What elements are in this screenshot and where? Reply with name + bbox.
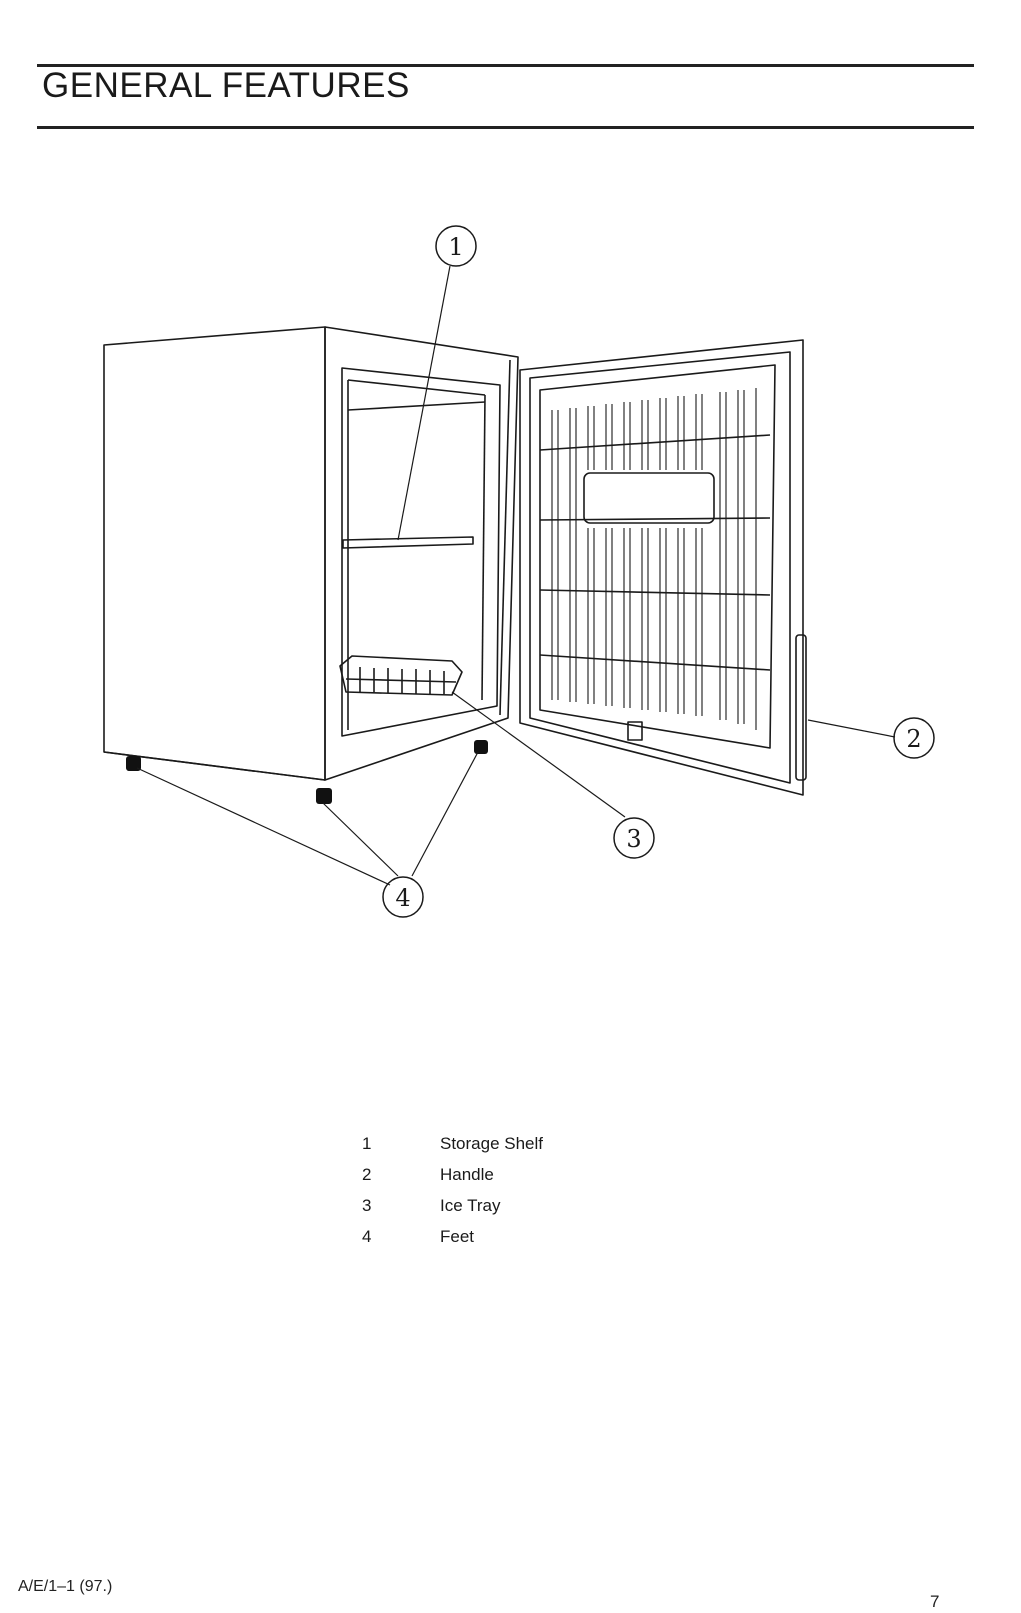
legend-label: Storage Shelf	[440, 1134, 543, 1154]
legend-item: 3 Ice Tray	[350, 1190, 543, 1221]
cabinet	[104, 327, 518, 780]
legend-label: Ice Tray	[440, 1196, 500, 1216]
callout-circles	[383, 226, 934, 917]
legend-number: 1	[350, 1134, 440, 1154]
legend-item: 4 Feet	[350, 1221, 543, 1252]
legend-number: 4	[350, 1227, 440, 1247]
features-legend: 1 Storage Shelf 2 Handle 3 Ice Tray 4 Fe…	[350, 1128, 543, 1252]
door	[520, 340, 803, 795]
legend-label: Feet	[440, 1227, 474, 1247]
legend-label: Handle	[440, 1165, 494, 1185]
legend-number: 2	[350, 1165, 440, 1185]
callout-1-label: 1	[448, 233, 463, 261]
leader-lines	[137, 266, 895, 885]
document-code: A/E/1–1 (97.)	[18, 1578, 112, 1596]
legend-item: 1 Storage Shelf	[350, 1128, 543, 1159]
storage-shelf	[343, 537, 473, 548]
callout-numbers: 1 2 3 4	[395, 233, 921, 912]
callout-2-label: 2	[906, 725, 921, 753]
feet	[126, 740, 488, 804]
page-number: 7	[930, 1592, 939, 1612]
ice-tray	[340, 656, 462, 695]
handle	[796, 635, 806, 780]
legend-number: 3	[350, 1196, 440, 1216]
callout-4-label: 4	[395, 884, 410, 912]
callout-3-label: 3	[626, 825, 641, 853]
legend-item: 2 Handle	[350, 1159, 543, 1190]
